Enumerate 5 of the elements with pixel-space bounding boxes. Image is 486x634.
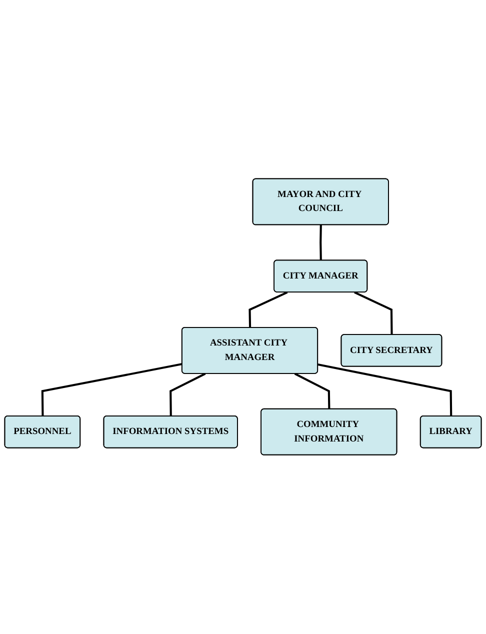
- connector: [294, 373, 330, 410]
- connector: [248, 292, 288, 328]
- connector: [320, 225, 322, 261]
- connector: [318, 364, 452, 416]
- connector: [41, 363, 182, 416]
